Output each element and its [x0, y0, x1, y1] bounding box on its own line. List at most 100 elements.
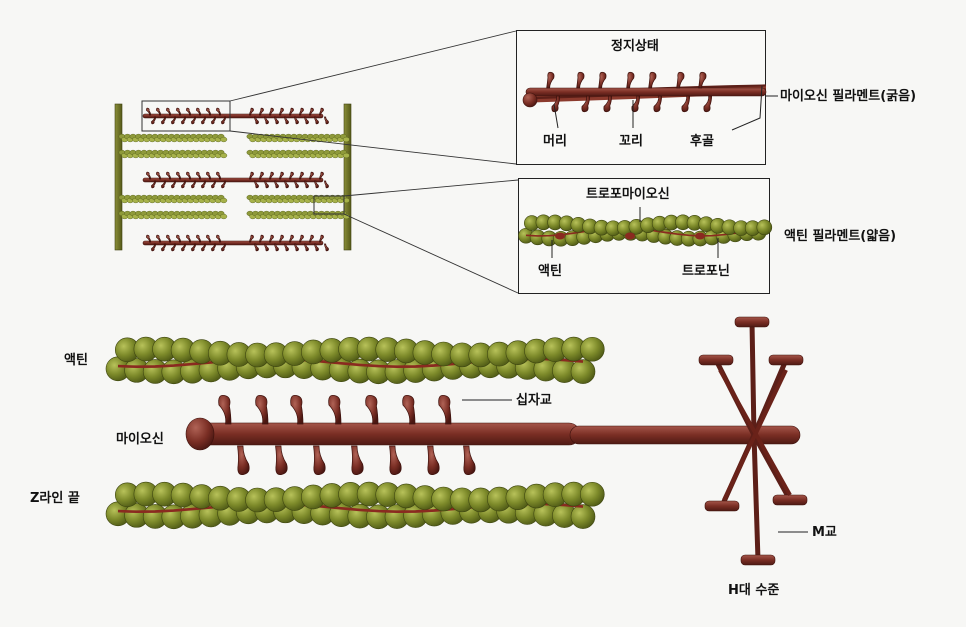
main-myosin-head-up	[218, 394, 232, 425]
overview-myosin-head	[268, 107, 274, 116]
label-actin-thin: 액틴 필라멘트(얇음)	[784, 229, 897, 244]
overview-myosin-head	[176, 171, 182, 180]
overview-myosin-head	[181, 180, 187, 189]
overview-myosin-head	[278, 107, 284, 116]
overview-myosin-head	[156, 171, 162, 180]
overview-myosin-head	[293, 116, 299, 125]
main-myosin-head-up	[328, 394, 342, 425]
main-myosin-head-down	[463, 445, 476, 476]
overview-myosin-head	[268, 171, 274, 180]
label-h-zone-level: H대 수준	[728, 583, 780, 598]
overview-myosin-head	[303, 116, 309, 125]
m-bridge-structure	[698, 316, 808, 566]
label-actin-main: 액틴	[64, 353, 88, 368]
overview-myosin-head	[166, 234, 172, 243]
main-myosin	[185, 394, 801, 476]
overview-myosin-head	[211, 116, 217, 125]
inset-myosin-head	[698, 71, 707, 89]
inset-myosin-head	[631, 95, 641, 113]
overview-myosin-head	[201, 116, 207, 125]
thin-filament-bead	[342, 152, 350, 159]
overview-myosin-head	[283, 116, 289, 125]
overview-myosin-head	[156, 234, 162, 243]
m-bridge-spoke-lower-right	[751, 432, 793, 503]
thin-filament-bead	[342, 197, 350, 204]
overview-myosin-head	[273, 116, 279, 125]
m-bridge-spoke-lower-right-cap	[772, 494, 808, 506]
overview-myosin-head	[273, 243, 279, 252]
overview-myosin-head	[323, 116, 329, 125]
overview-myosin-head	[313, 180, 319, 189]
overview-myosin-head	[186, 234, 192, 243]
label-m-bridge: M교	[812, 525, 837, 540]
overview-myosin-head	[196, 234, 202, 243]
overview-myosin-head	[216, 234, 222, 243]
overview-myosin-head	[283, 180, 289, 189]
overview-myosin-head	[201, 180, 207, 189]
overview-myosin-head	[248, 107, 254, 116]
inset-troponin	[695, 232, 705, 240]
overview-myosin-head	[171, 116, 177, 125]
overview-myosin-head	[313, 243, 319, 252]
main-myosin-head-down	[237, 445, 250, 476]
overview-myosin-head	[263, 116, 269, 125]
inset-myosin-head	[648, 71, 657, 89]
overview-myosin-head	[258, 234, 264, 243]
zoom-line	[343, 179, 519, 197]
m-bridge-strut	[722, 369, 788, 501]
main-actin-top	[105, 336, 605, 385]
overview-myosin-head	[248, 234, 254, 243]
main-myosin-head-down	[313, 445, 326, 476]
overview-myosin-head	[298, 107, 304, 116]
zoom-line	[229, 130, 517, 165]
overview-myosin-head	[206, 107, 212, 116]
overview-myosin-head	[263, 243, 269, 252]
label-troponin: 트로포닌	[682, 264, 730, 279]
overview-myosin-head	[191, 180, 197, 189]
overview-myosin-head	[323, 180, 329, 189]
overview-myosin-head	[221, 180, 227, 189]
overview-myosin-head	[161, 116, 167, 125]
main-myosin-head-up	[438, 394, 452, 425]
inset-myosin-filament	[522, 71, 767, 113]
inset-myosin-head	[703, 95, 713, 113]
main-myosin-rod	[189, 422, 581, 446]
m-bridge-spoke-upper-right-cap	[768, 354, 804, 366]
overview-myosin-head	[293, 243, 299, 252]
label-crossbridge: 십자교	[516, 393, 552, 408]
overview-myosin-head	[181, 116, 187, 125]
inset-myosin-head	[626, 71, 635, 89]
label-tropomyosin: 트로포마이오신	[586, 187, 670, 202]
main-actin-top-bead	[570, 359, 596, 384]
overview-myosin-head	[253, 116, 259, 125]
m-bridge-spoke-top	[749, 319, 757, 438]
overview-myosin-head	[318, 107, 324, 116]
main-myosin-head-down	[389, 445, 402, 476]
overview-myosin-head	[298, 234, 304, 243]
overview-myosin-head	[288, 171, 294, 180]
thin-filament-bead	[342, 136, 350, 143]
overview-myosin-head	[146, 234, 152, 243]
overview-thick-filament	[142, 113, 324, 119]
label-z-line-end: Z라인 끝	[30, 491, 80, 506]
overview-myosin-head	[156, 107, 162, 116]
overview-myosin-head	[303, 180, 309, 189]
overview-myosin-head	[318, 171, 324, 180]
overview-myosin-head	[273, 180, 279, 189]
m-bridge-spoke-bottom	[751, 432, 761, 563]
overview-myosin-head	[216, 107, 222, 116]
overview-myosin-head	[288, 107, 294, 116]
overview-myosin-head	[298, 171, 304, 180]
main-myosin-head-up	[365, 394, 379, 425]
zoom-line	[229, 30, 517, 102]
inset-myosin-head	[598, 71, 607, 89]
z-line-left	[114, 103, 123, 251]
main-actin-bottom-bead	[570, 504, 596, 529]
inset-myosin-head	[576, 71, 585, 89]
overview-myosin-head	[191, 116, 197, 125]
overview-myosin-head	[308, 171, 314, 180]
inset-myosin-head	[676, 71, 685, 89]
label-myosin-thick: 마이오신 필라멘트(굵음)	[780, 89, 917, 104]
